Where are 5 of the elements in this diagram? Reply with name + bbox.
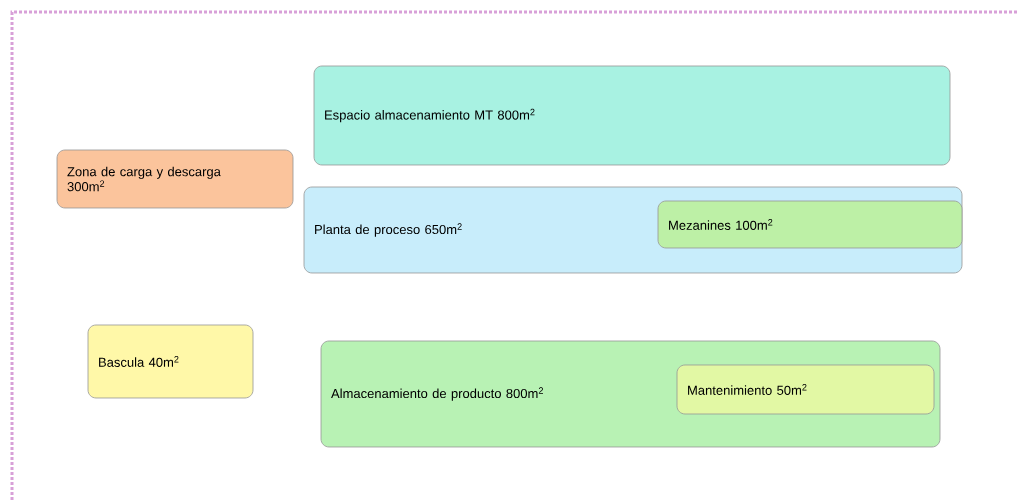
area-box: Bascula 40m$^{2}$ <box>87 324 254 399</box>
area-box: Mantenimiento 50m$^{2}$ <box>676 364 935 415</box>
area-box: Mezanines 100m$^{2}$ <box>657 200 963 249</box>
area-box: Zona de carga y descarga 300m$^{2}$ <box>56 149 294 209</box>
area-box: Espacio almacenamiento MT 800m$^{2}$ <box>313 65 951 166</box>
